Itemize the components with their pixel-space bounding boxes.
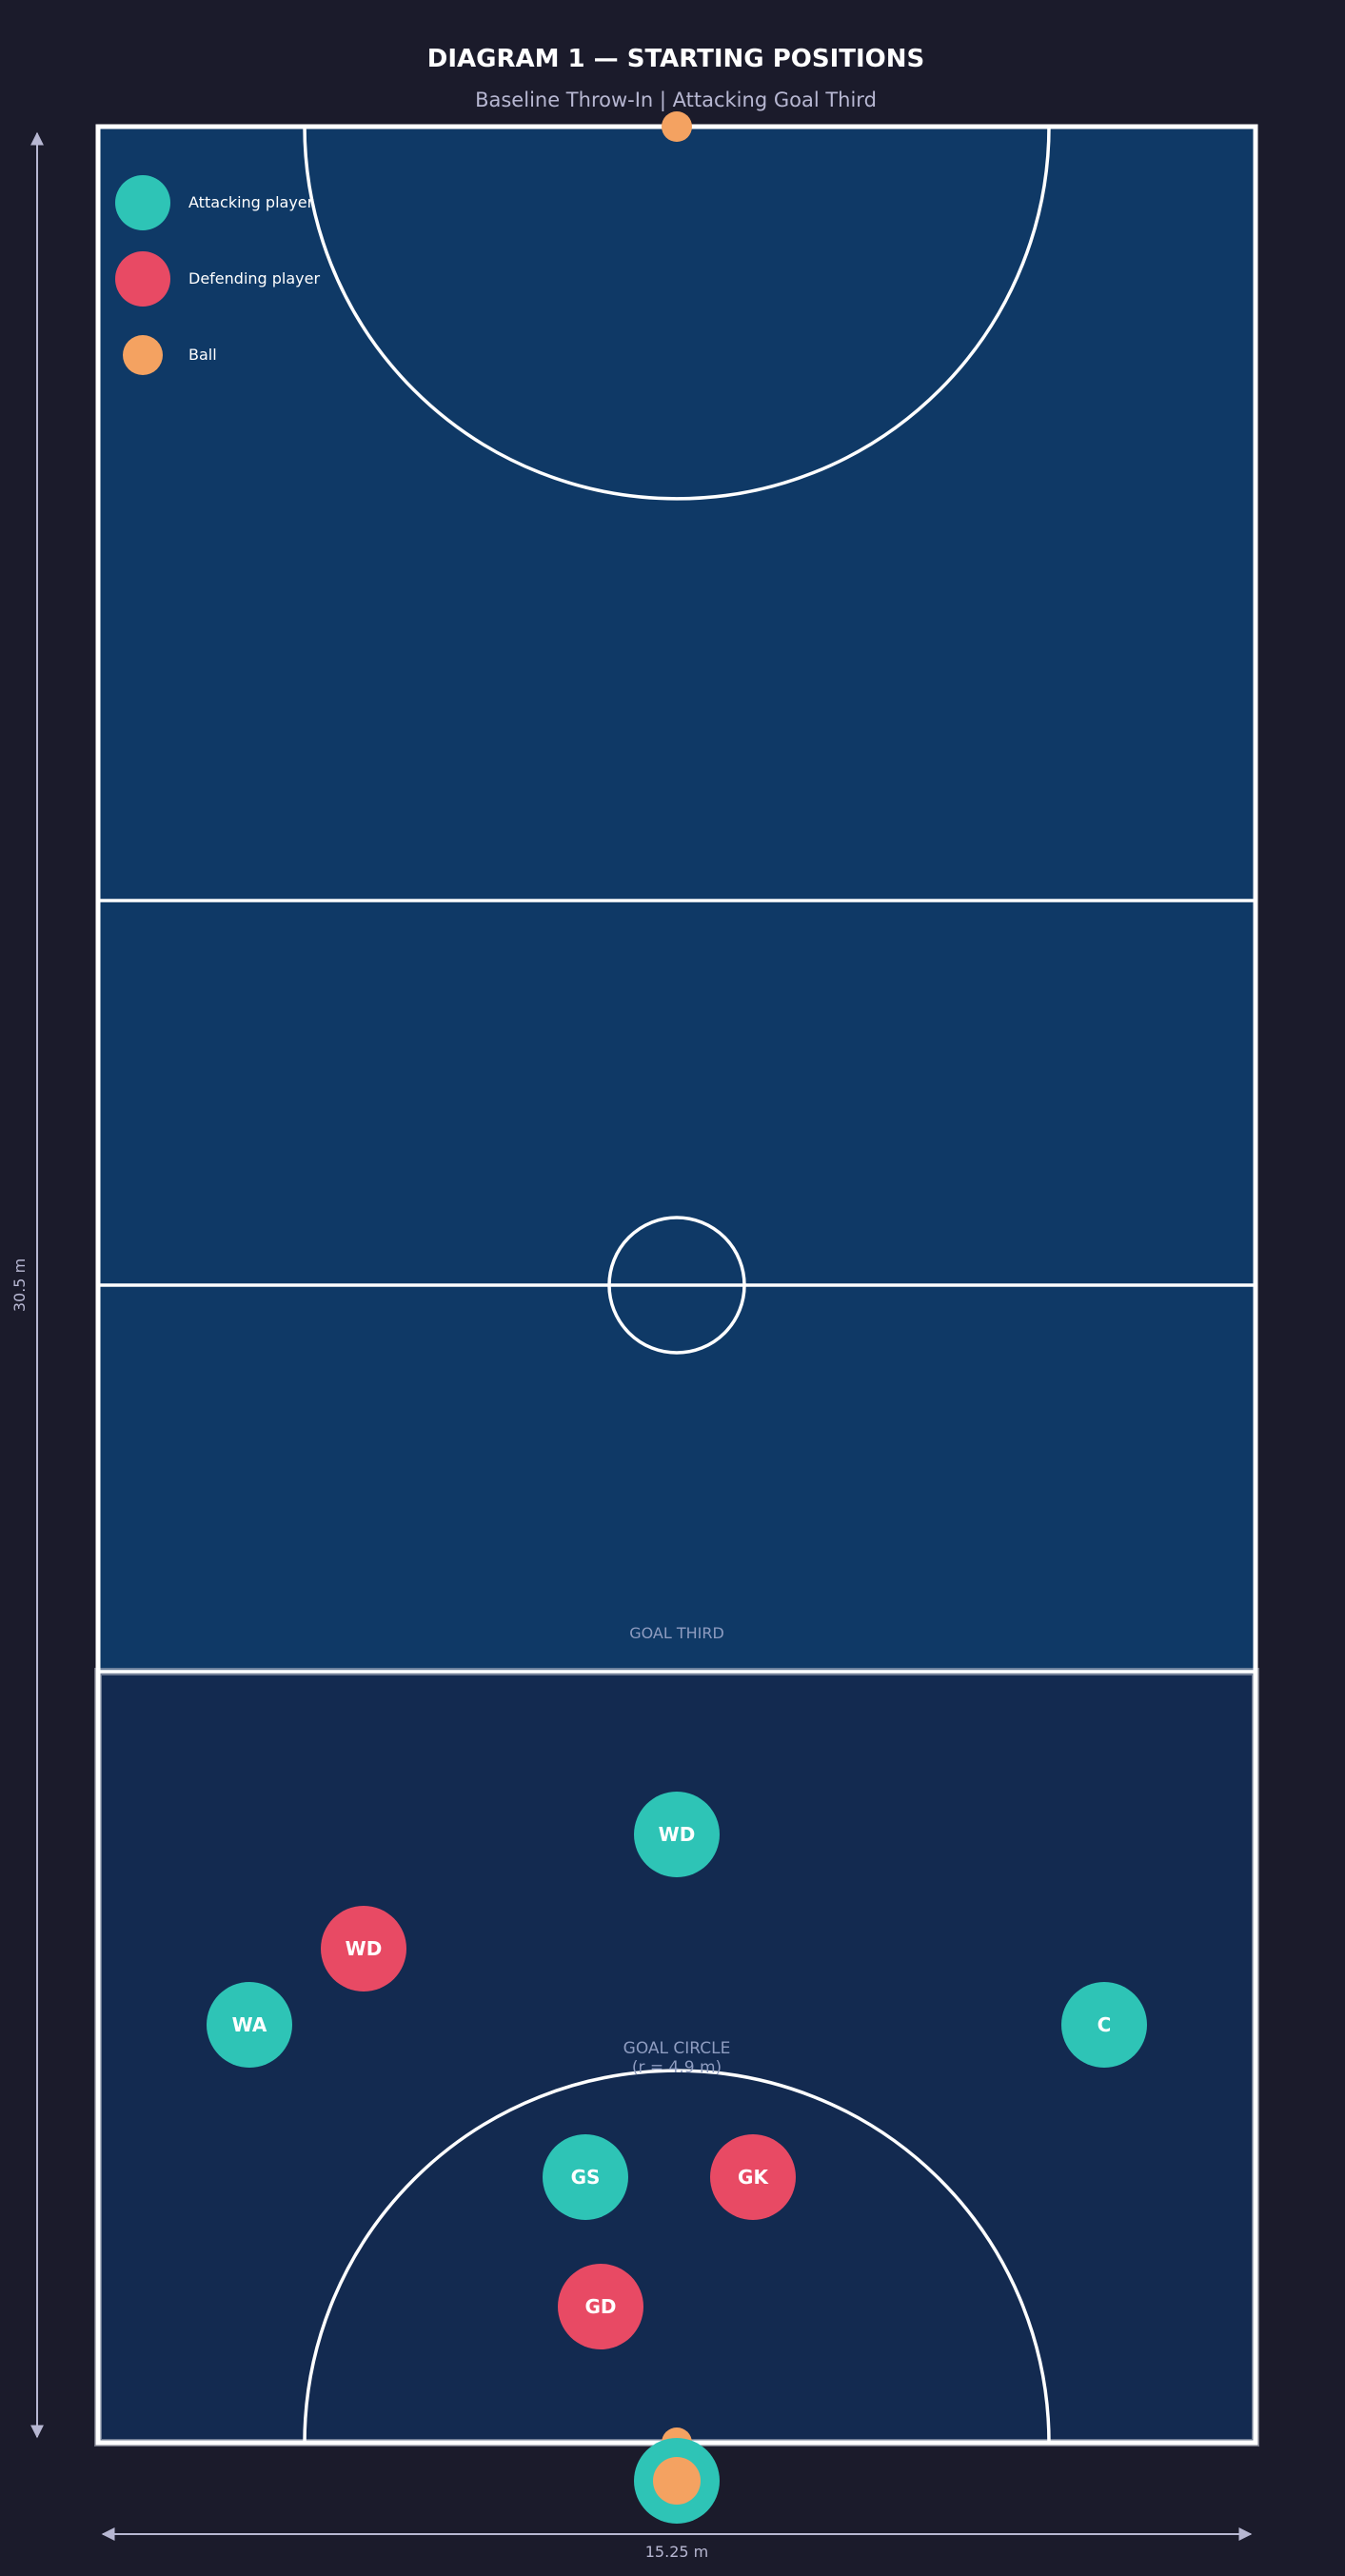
diagram-title: DIAGRAM 1 — STARTING POSITIONS: [427, 45, 925, 73]
legend-label-ball: Ball: [188, 346, 217, 364]
goal-circle-bottom: [303, 2069, 1051, 2444]
legend-defend-swatch: [115, 251, 170, 307]
baseline-thrower-marker[interactable]: [634, 2438, 720, 2524]
player-label: GD: [584, 2295, 616, 2318]
court-length-label: 30.5 m: [10, 1258, 29, 1312]
defending-goal-defence-marker[interactable]: GD: [558, 2264, 643, 2349]
ball: [653, 2457, 701, 2505]
goal-post-top: [662, 111, 692, 142]
attacking-goal-shooter-marker[interactable]: GS: [543, 2134, 628, 2220]
defending-goal-keeper-marker[interactable]: GK: [710, 2134, 796, 2220]
dimension-length: 30.5 m: [10, 131, 44, 2439]
attacking-centre-marker[interactable]: C: [1061, 1982, 1147, 2068]
player-label: GS: [571, 2166, 601, 2189]
goal-third-label: GOAL THIRD: [629, 1624, 724, 1642]
attacking-wing-attack-marker[interactable]: WA: [207, 1982, 292, 2068]
legend-label-defend: Defending player: [188, 269, 320, 287]
center-circle: [607, 1216, 746, 1355]
diagram-subtitle: Baseline Throw-In | Attacking Goal Third: [475, 89, 877, 112]
attacking-wing-defence-marker[interactable]: WD: [634, 1792, 720, 1877]
player-label: WD: [346, 1937, 383, 1960]
goal-circle-label: GOAL CIRCLE: [623, 2039, 731, 2058]
legend-ball-swatch: [123, 335, 163, 375]
goal-circle-top: [303, 126, 1051, 501]
dimension-width: 15.25 m: [101, 2527, 1253, 2561]
player-label: C: [1098, 2013, 1112, 2036]
court-width-label: 15.25 m: [645, 2543, 708, 2561]
legend-label-attack: Attacking player: [188, 193, 314, 211]
player-label: WA: [232, 2013, 267, 2036]
defending-wing-defence-marker[interactable]: WD: [321, 1906, 406, 1991]
player-label: GK: [738, 2166, 769, 2189]
goal-circle-radius-label: (r = 4.9 m): [632, 2058, 722, 2077]
netball-court: [94, 111, 1259, 2458]
legend-attack-swatch: [115, 175, 170, 230]
legend: Attacking player Defending player Ball: [115, 175, 320, 375]
player-label: WD: [659, 1823, 696, 1846]
